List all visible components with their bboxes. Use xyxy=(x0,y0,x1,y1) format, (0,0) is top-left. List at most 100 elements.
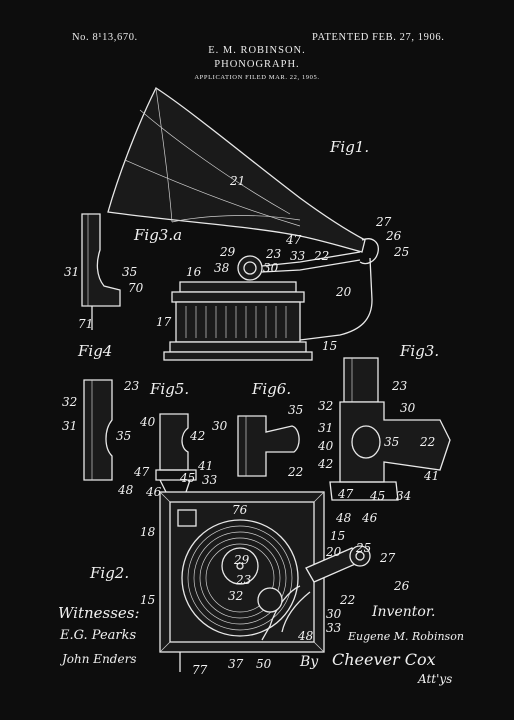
ref-35: 35 xyxy=(122,265,137,279)
fig3a-label: Fig3.a xyxy=(133,226,182,244)
fig3-label: Fig3. xyxy=(399,342,439,360)
ref-15: 15 xyxy=(322,339,337,353)
attorney-signature: Cheever Cox xyxy=(332,650,436,669)
fig2-horn-pivot xyxy=(349,545,371,567)
fig5-detail: 40 42 47 41 48 46 45 33 xyxy=(117,413,218,499)
sound-box xyxy=(237,255,263,281)
ref-18: 18 xyxy=(140,525,156,539)
ref-29: 29 xyxy=(219,245,236,259)
ref-35: 35 xyxy=(116,429,131,443)
ref-47: 47 xyxy=(285,233,302,247)
ref-33: 33 xyxy=(202,473,218,487)
ref-31: 31 xyxy=(318,421,333,435)
by-label: By xyxy=(300,654,319,670)
ref-47: 47 xyxy=(337,487,354,501)
ref-30: 30 xyxy=(263,261,279,275)
tone-arm xyxy=(261,251,361,267)
ref-31: 31 xyxy=(62,419,77,433)
ref-23: 23 xyxy=(123,379,140,393)
fig1-phonograph: 21 27 26 47 29 23 33 22 25 38 30 16 20 1… xyxy=(107,87,409,361)
inventor-name: Eugene M. Robinson xyxy=(348,630,464,643)
witness-signature-1: E.G. Pearks xyxy=(60,628,137,643)
record-label xyxy=(221,547,259,585)
fig6-label: Fig6. xyxy=(251,380,291,398)
ref-35: 35 xyxy=(384,435,399,449)
ref-17: 17 xyxy=(156,315,172,329)
cabinet-body xyxy=(175,301,301,343)
ref-41: 41 xyxy=(423,469,439,483)
ref-25: 25 xyxy=(355,541,371,555)
ref-37: 37 xyxy=(228,657,244,671)
fig3-tube xyxy=(343,357,379,403)
ref-32: 32 xyxy=(318,399,333,413)
ref-22: 22 xyxy=(419,435,435,449)
ref-15: 15 xyxy=(140,593,155,607)
ref-38: 38 xyxy=(214,261,230,275)
ref-30: 30 xyxy=(326,607,342,621)
ref-26: 26 xyxy=(393,579,410,593)
cabinet-lid xyxy=(179,281,297,293)
ref-26: 26 xyxy=(385,229,402,243)
ref-20: 20 xyxy=(335,285,352,299)
patent-title: PHONOGRAPH. xyxy=(214,59,300,70)
fig2-top-view: 76 18 15 29 23 20 25 27 26 32 15 22 30 3… xyxy=(140,491,410,677)
horn xyxy=(107,87,366,253)
attorneys-label: Att'ys xyxy=(418,672,453,686)
ref-40: 40 xyxy=(317,439,334,453)
ref-71: 71 xyxy=(78,317,93,331)
ref-23: 23 xyxy=(235,573,252,587)
witness-signature-2: John Enders xyxy=(62,652,137,666)
ref-23: 23 xyxy=(265,247,282,261)
inventor-label: Inventor. xyxy=(372,604,436,620)
ref-32: 32 xyxy=(62,395,77,409)
ref-48: 48 xyxy=(335,511,352,525)
ref-45: 45 xyxy=(369,489,385,503)
ref-25: 25 xyxy=(393,245,409,259)
ref-31: 31 xyxy=(64,265,79,279)
ref-42: 42 xyxy=(317,457,333,471)
ref-41: 41 xyxy=(197,459,213,473)
fig3-detail: 23 32 30 31 40 35 22 42 41 47 45 34 48 4… xyxy=(317,357,451,525)
ref-22: 22 xyxy=(287,465,303,479)
cabinet-base xyxy=(169,341,307,353)
ref-50: 50 xyxy=(256,657,272,671)
ref-16: 16 xyxy=(186,265,202,279)
ref-47: 47 xyxy=(133,465,150,479)
ref-23: 23 xyxy=(391,379,408,393)
ref-35: 35 xyxy=(288,403,303,417)
filed-line: APPLICATION FILED MAR. 22, 1905. xyxy=(194,74,320,81)
ref-34: 34 xyxy=(396,489,411,503)
ref-27: 27 xyxy=(379,551,396,565)
ref-76: 76 xyxy=(232,503,248,517)
ref-70: 70 xyxy=(128,281,144,295)
ref-22: 22 xyxy=(313,249,329,263)
ref-22: 22 xyxy=(339,593,355,607)
ref-32: 32 xyxy=(228,589,243,603)
fig3a-detail: 31 35 70 71 xyxy=(64,213,144,331)
ref-29: 29 xyxy=(233,553,250,567)
ref-40: 40 xyxy=(139,415,156,429)
fig1-label: Fig1. xyxy=(329,138,369,156)
ref-33: 33 xyxy=(326,621,342,635)
ref-27: 27 xyxy=(375,215,392,229)
fig2-brake xyxy=(177,509,197,527)
fig4-detail: 23 32 31 35 xyxy=(62,379,140,481)
ref-48: 48 xyxy=(297,629,314,643)
patent-number: No. 8¹13,670. xyxy=(72,32,138,43)
patented-date: PATENTED FEB. 27, 1906. xyxy=(312,32,445,43)
ref-42: 42 xyxy=(189,429,205,443)
ref-77: 77 xyxy=(192,663,208,677)
ref-30: 30 xyxy=(400,401,416,415)
horn-seam xyxy=(155,87,173,223)
ref-46: 46 xyxy=(145,485,162,499)
ref-33: 33 xyxy=(290,249,306,263)
witnesses-label: Witnesses: xyxy=(58,604,140,622)
ref-45: 45 xyxy=(179,471,195,485)
inventor-line: E. M. ROBINSON. xyxy=(208,45,306,56)
fig2-label: Fig2. xyxy=(89,564,129,582)
ref-21: 21 xyxy=(229,174,245,188)
ref-48: 48 xyxy=(117,483,134,497)
fig4-label: Fig4 xyxy=(77,342,112,360)
